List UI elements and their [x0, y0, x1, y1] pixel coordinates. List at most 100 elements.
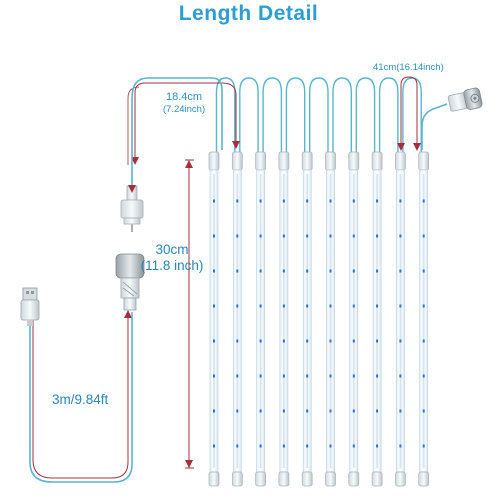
led-dot [422, 234, 425, 238]
tube-cap-top [231, 151, 243, 171]
feed-cable [131, 77, 223, 186]
led-dot [213, 234, 215, 238]
led-dot [399, 304, 402, 308]
led-dot [329, 374, 332, 378]
led-dot [282, 444, 285, 448]
tube-cap-bottom [395, 471, 406, 487]
led-dot [259, 409, 262, 413]
tube-length-label: 30cm (11.8 inch) [128, 242, 216, 274]
led-dot [236, 374, 239, 378]
end-connector-icon [447, 87, 483, 112]
led-dot [259, 234, 262, 238]
led-dot [422, 269, 425, 273]
led-dot [306, 374, 309, 378]
led-dot [213, 199, 215, 203]
led-dot [259, 304, 262, 308]
led-dot [329, 269, 332, 273]
led-dot [259, 374, 262, 378]
tube-cap-bottom [418, 471, 430, 487]
cable-length-measure [32, 318, 129, 479]
female-connector-icon [115, 253, 145, 311]
cable-loop [332, 77, 352, 152]
male-connector-marker [128, 185, 136, 193]
led-dot [282, 199, 285, 203]
segment-spacing-measure [134, 82, 222, 160]
cable-length-label: 3m/9.84ft [52, 392, 109, 407]
lead-arrow-right [413, 143, 421, 151]
led-dot [306, 339, 309, 343]
tube-cap-top [255, 151, 266, 171]
light-tube [371, 151, 383, 487]
lead-arrow-left [397, 143, 405, 151]
cable-loops [215, 77, 422, 152]
cable-loop [262, 77, 283, 152]
light-tube [278, 151, 290, 487]
lead-length-label: 41cm(16.14inch) [373, 62, 444, 73]
tube-length-metric: 30cm [155, 242, 189, 257]
light-tube [255, 151, 266, 487]
tube-cap-top [418, 151, 430, 171]
led-dot [422, 444, 425, 448]
end-cable [421, 103, 448, 150]
led-dot [259, 199, 262, 203]
led-dot [329, 444, 332, 448]
led-dot [376, 409, 379, 413]
led-dot [236, 339, 239, 343]
led-dot [213, 374, 215, 378]
cable-loop [378, 77, 399, 152]
tube-cap-bottom [371, 471, 383, 487]
led-dot [376, 234, 379, 238]
led-dot [352, 269, 355, 273]
power-cable [29, 312, 133, 483]
led-dot [259, 444, 262, 448]
led-dot [422, 339, 425, 343]
tube-cap-top [395, 151, 406, 171]
led-dot [399, 234, 402, 238]
page-title: Length Detail [178, 2, 319, 25]
cable-loop [239, 77, 259, 152]
tube-cap-bottom [278, 471, 290, 487]
led-dot [236, 269, 239, 273]
led-dot [352, 444, 355, 448]
led-dot [329, 339, 332, 343]
led-dot [329, 199, 332, 203]
led-dot [259, 339, 262, 343]
led-dot [282, 339, 285, 343]
led-dot [282, 304, 285, 308]
tube-cap-top [208, 151, 220, 171]
led-dot [329, 409, 332, 413]
led-dot [352, 304, 355, 308]
cable-loop [355, 77, 376, 152]
lead-length-measure [400, 76, 418, 150]
led-dot [422, 304, 425, 308]
led-dot [422, 199, 425, 203]
led-dot [213, 339, 215, 343]
led-dot [376, 199, 379, 203]
led-dot [422, 374, 425, 378]
led-dot [399, 409, 402, 413]
tube-cap-bottom [255, 471, 266, 487]
led-dot [213, 444, 215, 448]
light-tube [325, 151, 336, 487]
led-dot [399, 199, 402, 203]
tube-cap-top [348, 151, 360, 171]
tube-cap-bottom [348, 471, 360, 487]
led-dot [306, 409, 309, 413]
segment-spacing-measure-lower [127, 86, 140, 165]
led-dot [306, 234, 309, 238]
led-dot [422, 409, 425, 413]
led-dot [282, 234, 285, 238]
led-dot [282, 374, 285, 378]
led-dot [236, 199, 239, 203]
tube-cap-top [325, 151, 336, 171]
led-dot [259, 269, 262, 273]
spacing-imperial: (7.24inch) [162, 104, 206, 116]
spacing-label: 18.4cm (7.24inch) [139, 91, 229, 116]
led-dot [282, 269, 285, 273]
light-tube [208, 151, 220, 487]
led-dot [376, 374, 379, 378]
led-dot [213, 304, 215, 308]
led-dot [236, 304, 239, 308]
led-dot [399, 374, 402, 378]
